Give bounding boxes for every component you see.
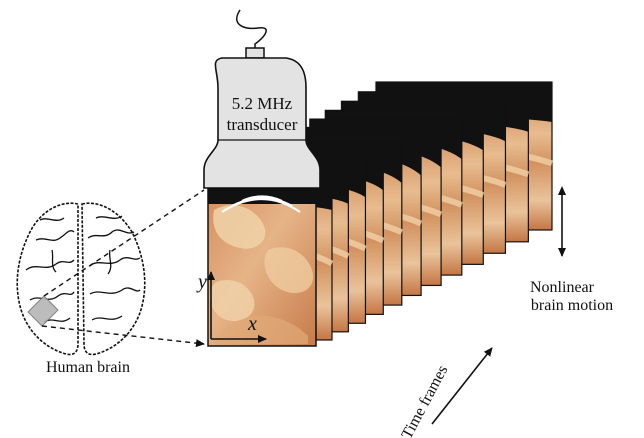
transducer-label-line2: transducer bbox=[227, 115, 298, 134]
zoom-connector-lines bbox=[41, 189, 205, 348]
front-ultrasound-frame bbox=[207, 187, 317, 347]
x-axis-label: x bbox=[247, 313, 257, 335]
transducer-cable bbox=[236, 9, 267, 48]
ultrasound-wave-icon bbox=[221, 195, 301, 213]
transducer-label-line1: 5.2 MHz bbox=[232, 94, 293, 113]
time-frames-label: Time frames bbox=[399, 363, 452, 438]
motion-label-line1: Nonlinear bbox=[530, 279, 595, 296]
y-axis-label: y bbox=[196, 271, 207, 293]
frame-axes bbox=[207, 271, 267, 343]
brain-sketch-icon bbox=[16, 202, 146, 356]
brain-region-highlight bbox=[27, 295, 59, 327]
transducer-body bbox=[203, 57, 321, 189]
time-arrow bbox=[431, 347, 493, 425]
motion-label-line2: brain motion bbox=[531, 297, 613, 314]
brain-label: Human brain bbox=[46, 359, 130, 376]
transducer-connector bbox=[245, 47, 265, 59]
